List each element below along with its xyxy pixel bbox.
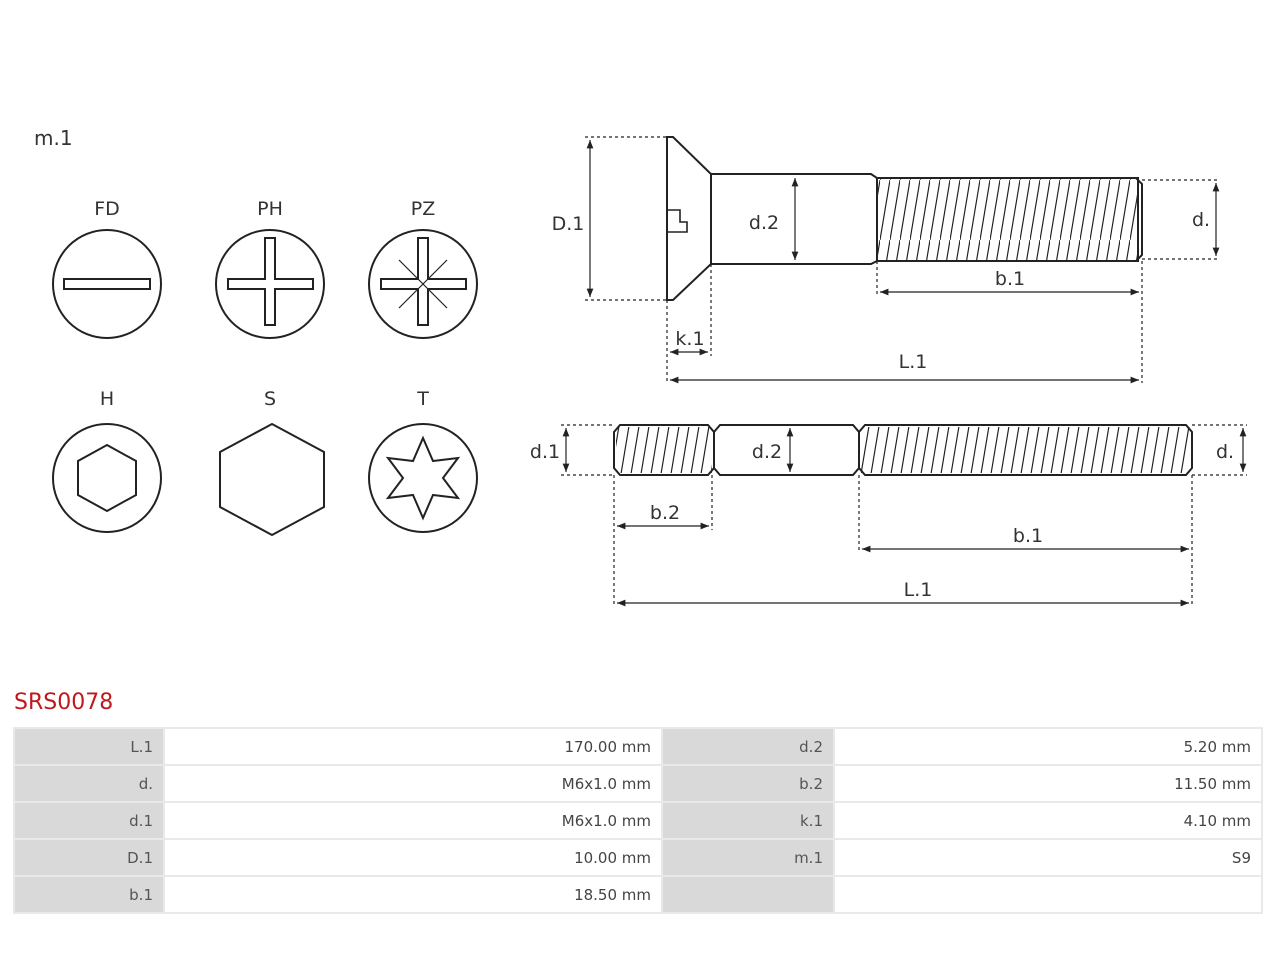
spec-value: M6x1.0 mm	[165, 766, 661, 801]
stud-dim-labels: d.1 d.2 d. b.2 b.1 L.1	[530, 441, 1234, 601]
screw-thread	[876, 177, 1139, 262]
spec-label: b.1	[15, 877, 163, 912]
dim-label-d: d.	[1192, 209, 1210, 231]
spec-label: k.1	[663, 803, 833, 838]
screw-dim-labels: D.1 d.2 d. b.1 k.1 L.1	[552, 209, 1210, 373]
stud-label-d2: d.2	[752, 441, 782, 463]
stud-long-thread	[861, 427, 1190, 473]
spec-value: 4.10 mm	[835, 803, 1261, 838]
head-label-s: S	[264, 388, 276, 410]
head-label-pz: PZ	[411, 198, 435, 220]
head-label-h: H	[100, 388, 114, 410]
stud-dimensions	[561, 424, 1247, 607]
spec-label: d.	[15, 766, 163, 801]
spec-label: b.2	[663, 766, 833, 801]
spec-label	[663, 877, 833, 912]
screw-dimensions	[585, 136, 1220, 384]
spec-label: L.1	[15, 729, 163, 764]
spec-value: M6x1.0 mm	[165, 803, 661, 838]
table-row: D.1 10.00 mm m.1 S9	[15, 840, 1261, 875]
phillips-head-icon	[215, 229, 325, 339]
dim-label-D1: D.1	[552, 213, 585, 235]
dim-label-d2: d.2	[749, 212, 779, 234]
spec-value: S9	[835, 840, 1261, 875]
dim-label-b1: b.1	[995, 268, 1025, 290]
screw-shank	[711, 173, 878, 265]
table-row: d.1 M6x1.0 mm k.1 4.10 mm	[15, 803, 1261, 838]
hex-head-icon	[219, 422, 325, 537]
table-row: d. M6x1.0 mm b.2 11.50 mm	[15, 766, 1261, 801]
spec-value: 18.50 mm	[165, 877, 661, 912]
dim-label-k1: k.1	[675, 328, 704, 350]
torx-head-icon	[368, 423, 478, 533]
head-types	[52, 229, 478, 537]
spec-value: 11.50 mm	[835, 766, 1261, 801]
stud-label-L1: L.1	[904, 579, 933, 601]
technical-drawing: m.1 FD PH	[34, 126, 1247, 607]
screw-drawing	[666, 136, 1143, 301]
dim-label-L1: L.1	[899, 351, 928, 373]
stud-label-b2: b.2	[650, 502, 680, 524]
hex-socket-head-icon	[52, 423, 162, 533]
stud-shank	[713, 424, 860, 476]
head-label-t: T	[416, 388, 429, 410]
spec-label: d.2	[663, 729, 833, 764]
stud-short-thread	[616, 427, 712, 473]
table-row: L.1 170.00 mm d.2 5.20 mm	[15, 729, 1261, 764]
spec-value: 10.00 mm	[165, 840, 661, 875]
spec-value: 170.00 mm	[165, 729, 661, 764]
stud-label-d1: d.1	[530, 441, 560, 463]
spec-value	[835, 877, 1261, 912]
spec-label: m.1	[663, 840, 833, 875]
head-label-ph: PH	[257, 198, 283, 220]
screw-outline	[666, 136, 712, 301]
screw-slot	[667, 209, 688, 233]
product-code: SRS0078	[14, 690, 114, 715]
slotted-head-icon	[52, 229, 162, 339]
spec-label: d.1	[15, 803, 163, 838]
spec-value: 5.20 mm	[835, 729, 1261, 764]
table-row: b.1 18.50 mm	[15, 877, 1261, 912]
head-label-fd: FD	[94, 198, 120, 220]
m1-label: m.1	[34, 126, 73, 150]
stud-label-b1: b.1	[1013, 525, 1043, 547]
stud-label-d: d.	[1216, 441, 1234, 463]
spec-label: D.1	[15, 840, 163, 875]
spec-table: L.1 170.00 mm d.2 5.20 mm d. M6x1.0 mm b…	[13, 727, 1263, 914]
head-type-labels: FD PH PZ H S T	[94, 198, 435, 410]
pozidriv-head-icon	[368, 229, 478, 339]
stud-drawing	[613, 424, 1193, 476]
